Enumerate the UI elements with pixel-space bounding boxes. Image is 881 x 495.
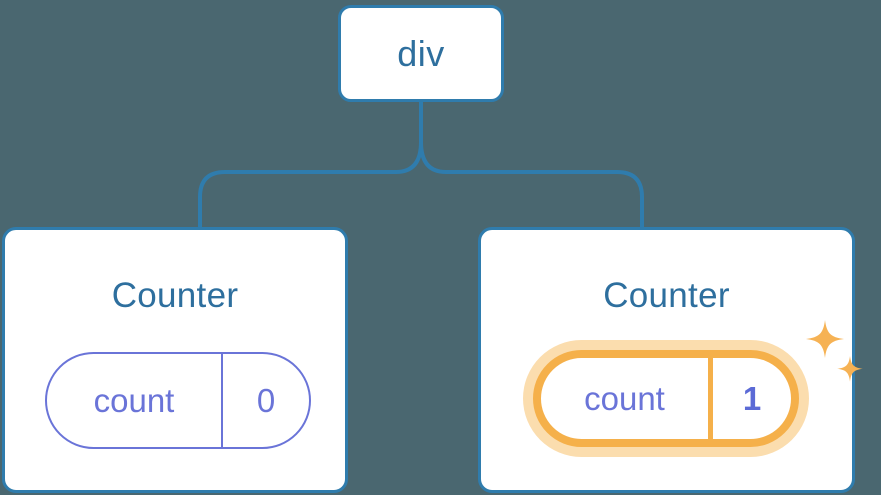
node-counter-right-title: Counter — [603, 276, 730, 315]
connector-branch-left — [198, 141, 423, 227]
node-counter-left-title: Counter — [111, 276, 239, 315]
state-key-right: count — [584, 380, 665, 417]
state-key-cell-right: count — [541, 358, 713, 439]
node-counter-left[interactable]: Counter count 0 — [2, 227, 348, 493]
state-pill-left[interactable]: count 0 — [45, 352, 311, 449]
state-pill-highlight-glow: count 1 — [523, 340, 809, 457]
state-value-right: 1 — [742, 380, 762, 417]
state-key-cell-left: count — [47, 354, 223, 447]
state-value-left: 0 — [256, 382, 276, 419]
state-pill-right[interactable]: count 1 — [523, 340, 809, 457]
node-div[interactable]: div — [338, 5, 504, 102]
state-value-cell-right: 1 — [713, 358, 791, 439]
sparkle-small-icon — [837, 356, 863, 382]
sparkle-group — [806, 320, 863, 382]
node-counter-right[interactable]: Counter count 1 — [478, 227, 863, 493]
state-value-cell-left: 0 — [223, 354, 309, 447]
node-div-label: div — [397, 32, 445, 74]
sparkle-large-icon — [806, 320, 844, 358]
state-key-left: count — [93, 382, 175, 419]
connector-branch-right — [419, 141, 644, 227]
